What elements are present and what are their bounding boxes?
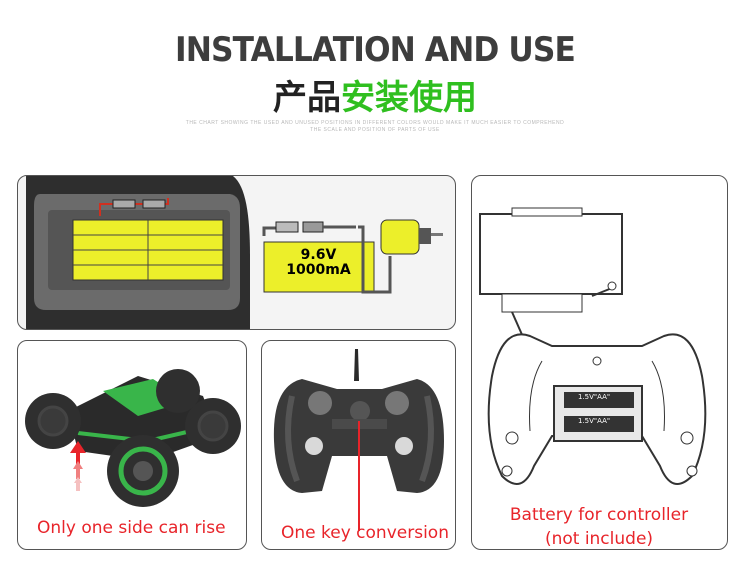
subtitle-part1: 产品 xyxy=(273,78,341,118)
battery-charging-illustration xyxy=(26,176,443,329)
page-title: INSTALLATION AND USE xyxy=(175,30,576,70)
controller-caption-line1: Battery for controller xyxy=(509,505,689,525)
conversion-caption: One key conversion xyxy=(281,523,449,543)
battery-pack-panel: 9.6V 1000mA xyxy=(17,175,456,330)
car-rise-panel xyxy=(17,340,247,550)
cell-label-top: 1.5V"AA" xyxy=(578,393,611,401)
fine-print: THE CHART SHOWING THE USED AND UNUSED PO… xyxy=(185,120,565,133)
cell-label-bottom: 1.5V"AA" xyxy=(578,417,611,425)
controller-battery-panel: 1.5V"AA" 1.5V"AA" xyxy=(471,175,728,550)
controller-battery-caption: Battery for controller (not include) xyxy=(472,503,726,551)
controller-caption-line2: (not include) xyxy=(544,529,654,549)
remote-controller-illustration xyxy=(273,349,444,531)
rise-caption: Only one side can rise xyxy=(37,518,226,538)
subtitle-part2: 安装使用 xyxy=(341,78,477,118)
battery-voltage: 9.6V xyxy=(300,247,337,263)
one-key-conversion-panel xyxy=(261,340,456,550)
battery-spec: 9.6V 1000mA xyxy=(271,248,366,278)
battery-capacity: 1000mA xyxy=(286,262,351,278)
stunt-car-illustration xyxy=(25,369,241,507)
controller-line-drawing xyxy=(479,207,707,485)
page-subtitle: 产品安装使用 xyxy=(0,70,750,119)
